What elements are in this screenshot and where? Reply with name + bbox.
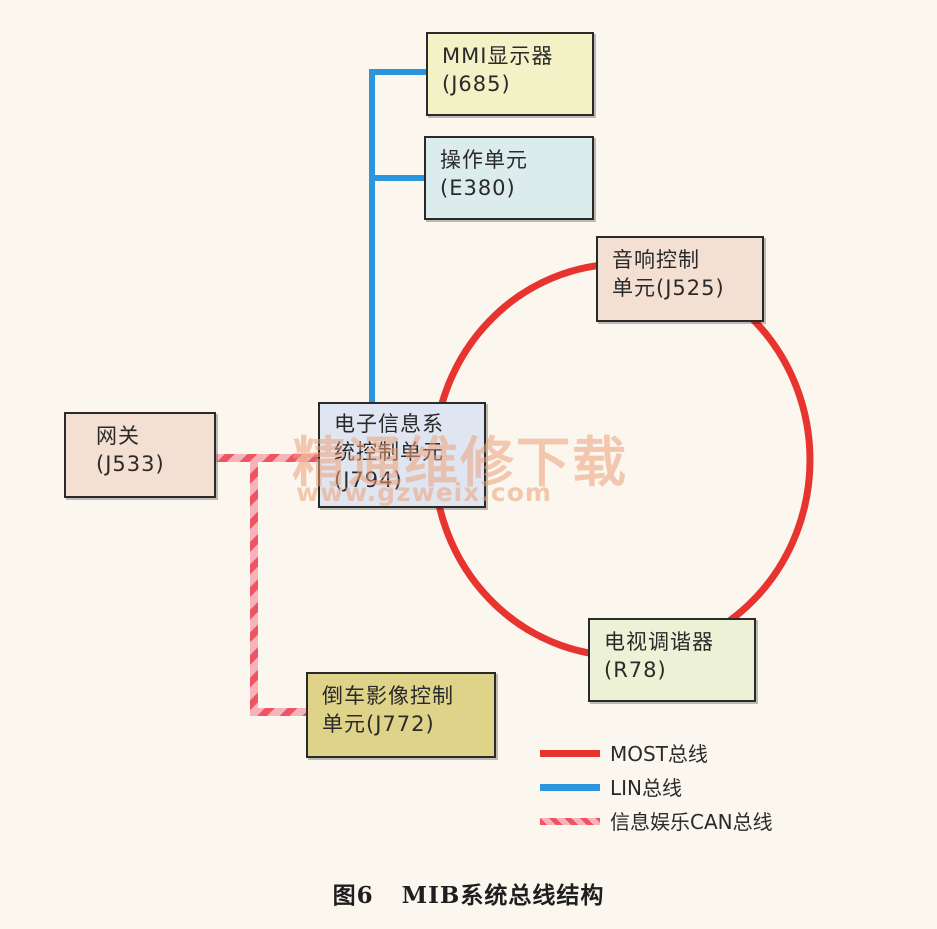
legend-can-label: 信息娱乐CAN总线 <box>610 810 773 834</box>
can-bus-line <box>214 454 322 716</box>
node-id: (J533) <box>96 452 165 476</box>
control-unit-e380-node: 操作单元 (E380) <box>424 136 594 220</box>
info-control-node: 电子信息系 统控制单元 (J794) <box>318 402 486 508</box>
node-id: (J685) <box>442 72 511 96</box>
mmi-display-node: MMI显示器 (J685) <box>426 32 594 116</box>
most-bus-ring <box>430 260 814 660</box>
node-id: (R78) <box>604 658 667 682</box>
node-label: 倒车影像控制 <box>322 684 454 708</box>
node-label: MMI显示器 <box>442 44 554 68</box>
node-label-2: 统控制单元 <box>334 440 444 464</box>
legend-lin-swatch <box>540 784 600 791</box>
figure-caption: 图6 MIB系统总线结构 <box>0 876 937 910</box>
legend-lin-label: LIN总线 <box>610 776 683 800</box>
node-id: (J794) <box>334 468 403 492</box>
gateway-node: 网关 (J533) <box>64 412 216 498</box>
figure-title: MIB系统总线结构 <box>401 882 605 909</box>
node-id: 单元(J525) <box>612 276 725 300</box>
lin-bus-line <box>369 69 430 404</box>
legend-most-label: MOST总线 <box>610 742 708 766</box>
node-label: 电子信息系 <box>334 412 444 436</box>
audio-control-node: 音响控制 单元(J525) <box>596 236 764 322</box>
node-id: (E380) <box>440 176 516 200</box>
figure-number: 图6 <box>332 882 374 909</box>
node-label: 操作单元 <box>440 148 528 172</box>
camera-control-node: 倒车影像控制 单元(J772) <box>306 672 496 758</box>
legend-most-swatch <box>540 750 600 757</box>
legend-can-swatch <box>540 818 600 825</box>
node-id: 单元(J772) <box>322 712 435 736</box>
node-label: 电视调谐器 <box>604 630 714 654</box>
tv-tuner-node: 电视调谐器 (R78) <box>588 618 756 702</box>
node-label: 音响控制 <box>612 248 700 272</box>
node-label: 网关 <box>96 424 140 448</box>
